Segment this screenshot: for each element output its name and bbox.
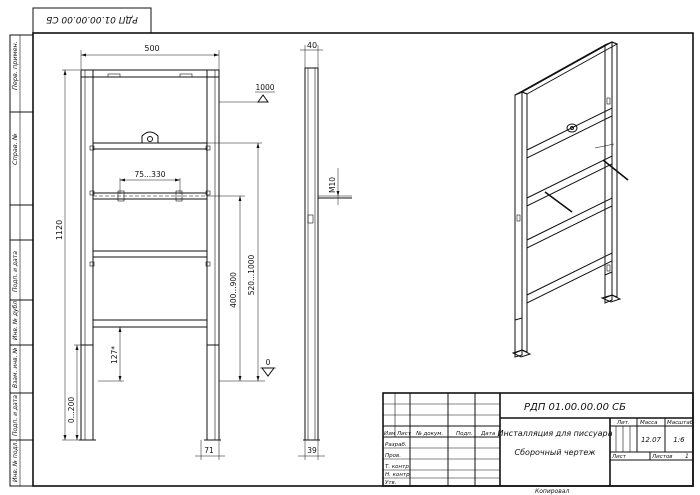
dim-width-500: 500 (144, 44, 159, 53)
row-tkontr: Т. контр. (385, 464, 411, 470)
title-designation: РДП 01.00.00.00 СБ (524, 402, 626, 413)
left-strip: Перв. примен. Справ. № Подп. и дата Инв.… (9, 34, 34, 487)
label-sheet: Лист (611, 454, 627, 460)
strip-label-dubl: Инв. № дубл. (12, 299, 19, 340)
dim-foot-71: 71 (204, 446, 214, 455)
strip-label-perv: Перв. примен. (11, 41, 19, 90)
front-view: 500 75...330 (55, 44, 276, 460)
strip-label-podl: Инв. № подл. (12, 441, 19, 482)
hdr-sign: Подп. (456, 431, 473, 437)
label-mass: Масса (640, 420, 658, 426)
dim-side-40: 40 (307, 41, 317, 50)
row-prov: Пров. (385, 453, 401, 459)
dim-0-200: 0...200 (67, 397, 76, 423)
dim-400-900: 400...900 (229, 272, 238, 308)
strip-label-sprav: Справ. № (11, 133, 19, 165)
dim-height-1120: 1120 (55, 220, 64, 240)
dim-520-1000: 520...1000 (247, 254, 256, 295)
side-view: 40 M10 39 (298, 41, 352, 460)
dim-level-1000: 1000 (255, 83, 274, 92)
row-nkontr: Н. контр. (385, 472, 412, 478)
dim-level-0: 0 (266, 358, 271, 367)
dim-127: 127* (110, 346, 119, 364)
strip-label-vzam: Взам. инв. № (12, 347, 19, 388)
top-stamp-text: РДП 01.00.00.00 СБ (46, 14, 138, 24)
label-sheets: Листов (651, 454, 673, 460)
dim-thread-m10: M10 (328, 177, 337, 193)
hdr-doc: № докум. (415, 431, 443, 437)
value-sheets: 1 (685, 453, 689, 460)
title-doc-type: Сборочный чертеж (515, 448, 597, 457)
hdr-list: Лист (396, 431, 412, 437)
footer-copied: Копировал (535, 488, 569, 495)
label-lit: Лит. (616, 420, 630, 426)
value-scale: 1:6 (673, 436, 685, 444)
dim-75-330: 75...330 (134, 170, 165, 179)
hdr-izm: Изм (384, 431, 395, 437)
isometric-view (511, 41, 629, 358)
top-stamp-box (32, 7, 152, 34)
value-mass: 12.07 (641, 436, 662, 444)
title-name: Инсталляция для писсуара (497, 429, 612, 438)
strip-label-podp1: Подп. и дата (12, 251, 19, 292)
hdr-date: Дата (480, 431, 496, 437)
title-block: РДП 01.00.00.00 СБ Инсталляция для писсу… (382, 392, 694, 487)
label-scale: Масштаб (667, 420, 694, 426)
strip-label-podp2: Подп. и дата (12, 395, 19, 436)
row-utv: Утв. (385, 480, 397, 486)
row-razrab: Разраб. (385, 442, 407, 448)
dim-foot-39: 39 (307, 446, 317, 455)
